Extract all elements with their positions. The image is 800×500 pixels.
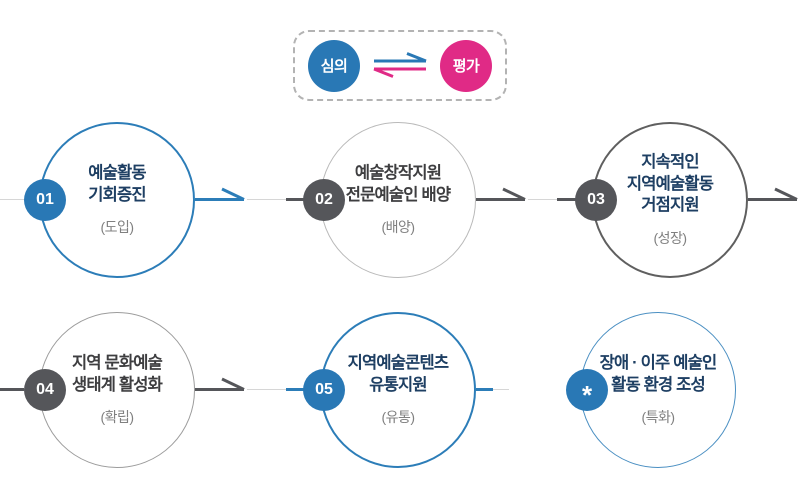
connector-lead-step2	[286, 198, 304, 201]
step-badge-star: *	[566, 369, 608, 411]
step-title-line: 기회증진	[88, 185, 146, 204]
connector-lead-step1	[0, 199, 24, 200]
connector-thin-2-3	[528, 199, 557, 200]
step-badge-2: 02	[303, 179, 345, 221]
step-title-2: 예술창작지원 전문예술인 배양	[345, 163, 451, 207]
connector-tail-step5	[476, 388, 493, 391]
step-title-line: 생태계 활성화	[71, 375, 163, 394]
step-title-line: 지역 문화예술	[71, 353, 163, 372]
connector-thin-1-2	[247, 199, 286, 200]
step-title-line: 지역예술활동	[626, 174, 714, 193]
step-title-line: 활동 환경 조성	[611, 375, 706, 394]
step-title-line: 지속적인	[641, 152, 699, 171]
step-title-line: 전문예술인 배양	[345, 185, 451, 204]
step-badge-1: 01	[24, 179, 66, 221]
arrow-step2-to-step3	[476, 187, 526, 201]
step-title-4: 지역 문화예술 생태계 활성화	[71, 353, 163, 397]
evaluation-circle: 평가	[440, 39, 492, 92]
arrow-step1-to-step2	[195, 187, 245, 201]
step-subtitle-6: (특화)	[641, 409, 675, 426]
step-title-line: 예술창작지원	[354, 163, 442, 182]
step-subtitle-2: (배양)	[381, 219, 415, 236]
step-title-1: 예술활동 기회증진	[88, 163, 146, 207]
arrow-step3-out	[748, 187, 798, 201]
step-title-line: 예술활동	[88, 163, 146, 182]
exchange-arrows-icon	[373, 52, 427, 78]
connector-lead-step3	[557, 198, 576, 201]
step-circle-5: 지역예술콘텐츠 유통지원 (유통)	[320, 312, 476, 468]
step-title-3: 지속적인 지역예술활동 거점지원	[626, 152, 714, 217]
step-subtitle-3: (성장)	[653, 230, 687, 247]
connector-thin-4-5	[247, 389, 286, 390]
step-title-line: 장애 · 이주 예술인	[599, 353, 718, 372]
step-subtitle-4: (확립)	[100, 409, 134, 426]
step-title-line: 거점지원	[641, 196, 699, 215]
step-title-6: 장애 · 이주 예술인 활동 환경 조성	[599, 353, 718, 397]
review-evaluation-legend: 심의 평가	[293, 30, 507, 101]
step-subtitle-1: (도입)	[100, 219, 134, 236]
step-badge-3: 03	[575, 179, 617, 221]
step-title-line: 지역예술콘텐츠	[347, 353, 449, 372]
step-circle-6: 장애 · 이주 예술인 활동 환경 조성 (특화)	[580, 312, 736, 468]
review-circle: 심의	[308, 39, 360, 92]
connector-lead-step5	[286, 388, 304, 391]
connector-lead-step4	[0, 388, 24, 391]
step-badge-4: 04	[24, 369, 66, 411]
step-title-line: 유통지원	[369, 375, 427, 394]
arrow-step4-to-step5	[195, 377, 245, 391]
step-title-5: 지역예술콘텐츠 유통지원	[348, 353, 449, 397]
connector-thin-5-6	[493, 389, 509, 390]
step-badge-5: 05	[303, 369, 345, 411]
step-subtitle-5: (유통)	[381, 409, 415, 426]
